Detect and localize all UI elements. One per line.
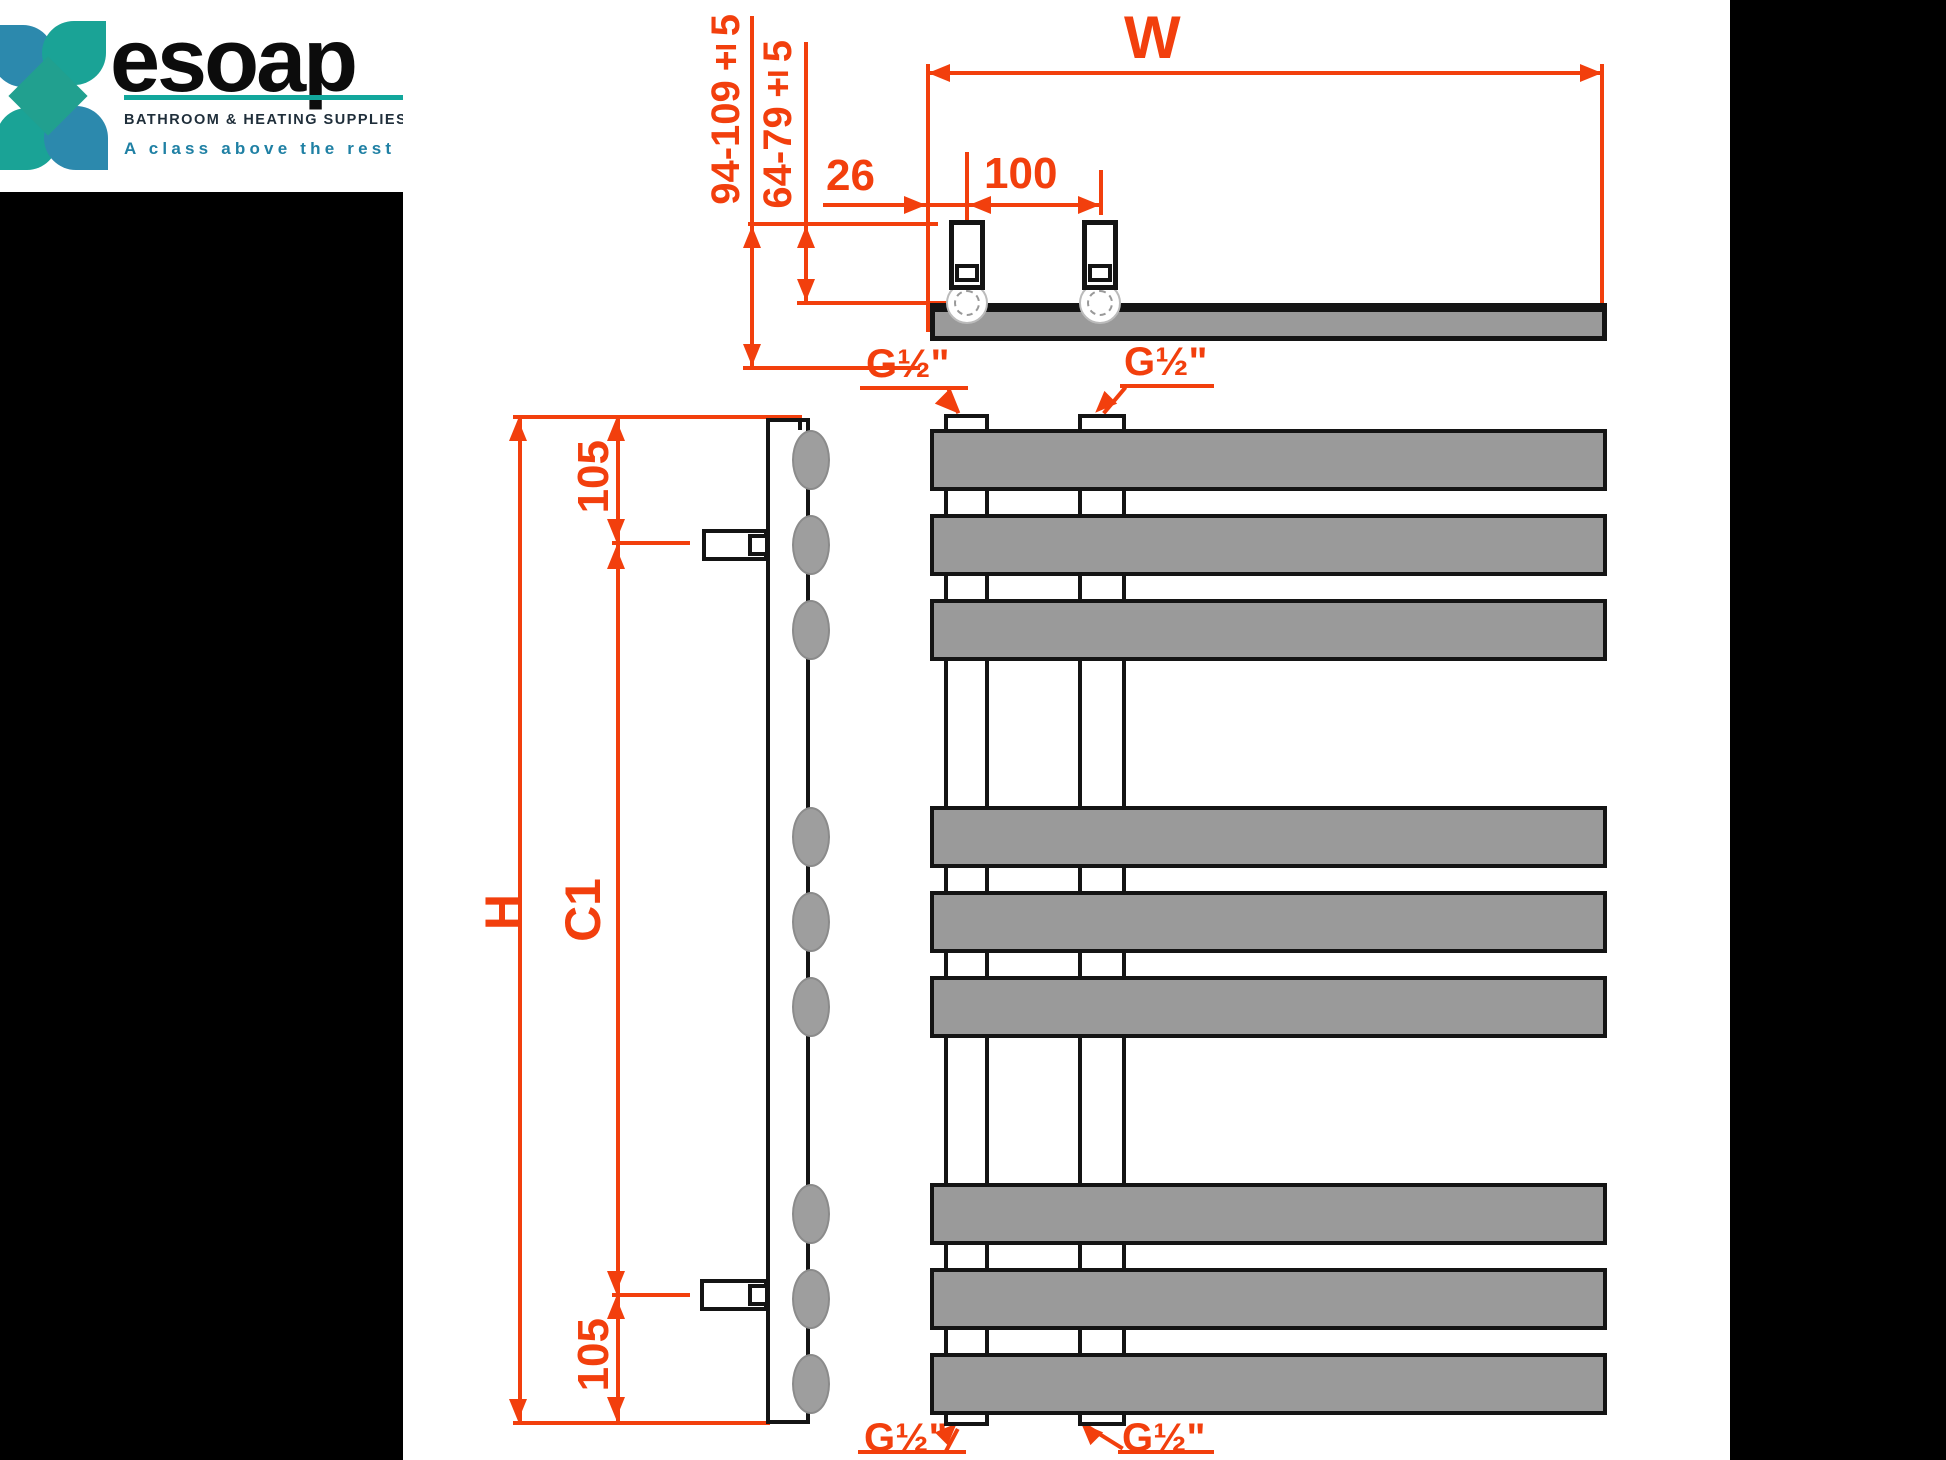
side-bar-section-4 <box>792 807 830 867</box>
pipe-center-datum-line <box>797 301 967 305</box>
wall-bracket-bottom-port <box>748 1284 769 1306</box>
dim-height-line <box>518 415 522 1423</box>
dim-wall-to-pipe-label: 64-79±5 <box>756 40 800 209</box>
callout-underline <box>1118 1450 1214 1454</box>
topview-pipe-centerline-circle-right <box>1087 290 1113 316</box>
topview-pipe-centerline-circle-left <box>954 290 980 316</box>
dim-wall-to-front-label: 94-109±5 <box>704 14 748 205</box>
arrowhead-icon <box>509 1399 527 1421</box>
dim-tapping-pitch-line <box>967 203 1102 207</box>
side-bar-section-9 <box>792 1354 830 1414</box>
dim-width-label: W <box>1124 4 1181 71</box>
arrowhead-icon <box>1078 196 1100 214</box>
side-bar-section-1 <box>792 430 830 490</box>
wall-datum-line <box>743 366 920 370</box>
left-matte-bar <box>0 192 403 1460</box>
brand-underline <box>124 95 403 100</box>
dim-edge-to-tapping-label: 26 <box>826 151 875 200</box>
bracket-top-tick-line <box>612 541 690 545</box>
callout-underline <box>860 386 968 390</box>
dim-wall-to-pipe-line <box>804 42 808 303</box>
towel-bar-1 <box>930 429 1607 491</box>
towel-bar-5 <box>930 891 1607 953</box>
dim-tapping-pitch-label: 100 <box>984 149 1058 198</box>
front-face-datum-line <box>748 222 938 226</box>
arrowhead-icon <box>607 1271 625 1293</box>
arrowhead-icon <box>607 1397 625 1419</box>
arrowhead-icon <box>928 64 950 82</box>
towel-bar-7 <box>930 1183 1607 1245</box>
connection-label-top-right: G½" <box>1124 340 1208 384</box>
arrowhead-icon <box>797 226 815 248</box>
towel-bar-9 <box>930 1353 1607 1415</box>
arrowhead-icon <box>607 519 625 541</box>
topview-valve-port-right <box>1088 264 1112 282</box>
dim-bottom-bracket-line <box>616 1295 620 1423</box>
side-top-extension-line <box>513 415 802 419</box>
towel-bar-6 <box>930 976 1607 1038</box>
towel-bar-3 <box>930 599 1607 661</box>
towel-bar-4 <box>930 806 1607 868</box>
side-bottom-extension-line <box>513 1421 770 1425</box>
side-bar-section-2 <box>792 515 830 575</box>
callout-underline <box>1120 384 1214 388</box>
dim-center-to-center-line <box>616 543 620 1295</box>
side-bar-section-8 <box>792 1269 830 1329</box>
arrowhead-icon <box>904 196 926 214</box>
topview-valve-port-left <box>955 264 979 282</box>
arrowhead-icon <box>607 547 625 569</box>
dim-center-to-center-label: C1 <box>555 878 611 942</box>
wall-bracket-top-port <box>748 534 769 556</box>
arrowhead-icon <box>607 419 625 441</box>
tapping-stub-top-left <box>944 414 989 430</box>
brand-tagline: A class above the rest <box>124 139 396 158</box>
brand-name: esoap <box>110 11 358 111</box>
arrowhead-icon <box>509 419 527 441</box>
arrowhead-icon <box>743 344 761 366</box>
side-bar-section-3 <box>792 600 830 660</box>
topview-header-rail <box>930 303 1607 341</box>
arrowhead-icon <box>969 196 991 214</box>
side-bar-section-7 <box>792 1184 830 1244</box>
callout-underline <box>858 1450 966 1454</box>
tapping-stub-top-right <box>1078 414 1126 430</box>
bracket-bottom-tick-line <box>612 1293 690 1297</box>
dim-bottom-bracket-label: 105 <box>569 1318 618 1392</box>
brand-logo: esoap BATHROOM & HEATING SUPPLIES A clas… <box>0 0 403 192</box>
side-bar-section-5 <box>792 892 830 952</box>
arrowhead-icon <box>743 226 761 248</box>
dim-height-label: H <box>475 894 531 931</box>
arrowhead-icon <box>797 279 815 301</box>
brand-subtitle: BATHROOM & HEATING SUPPLIES <box>124 112 403 128</box>
tapping-right-extension-line <box>1099 170 1103 215</box>
dim-top-bracket-line <box>616 415 620 543</box>
arrowhead-icon <box>607 1297 625 1319</box>
right-matte-bar <box>1730 0 1946 1460</box>
side-bar-section-6 <box>792 977 830 1037</box>
connection-label-top-left: G½" <box>866 342 950 386</box>
arrowhead-icon <box>1580 64 1602 82</box>
dim-edge-to-tapping-line <box>823 203 967 207</box>
towel-bar-2 <box>930 514 1607 576</box>
dim-top-bracket-label: 105 <box>569 440 618 514</box>
width-left-extension-line <box>926 64 930 332</box>
dim-width-line <box>928 71 1602 75</box>
dim-wall-to-front-line <box>750 16 754 368</box>
towel-bar-8 <box>930 1268 1607 1330</box>
width-right-extension-line <box>1600 64 1604 330</box>
side-stub-notch <box>798 418 802 430</box>
